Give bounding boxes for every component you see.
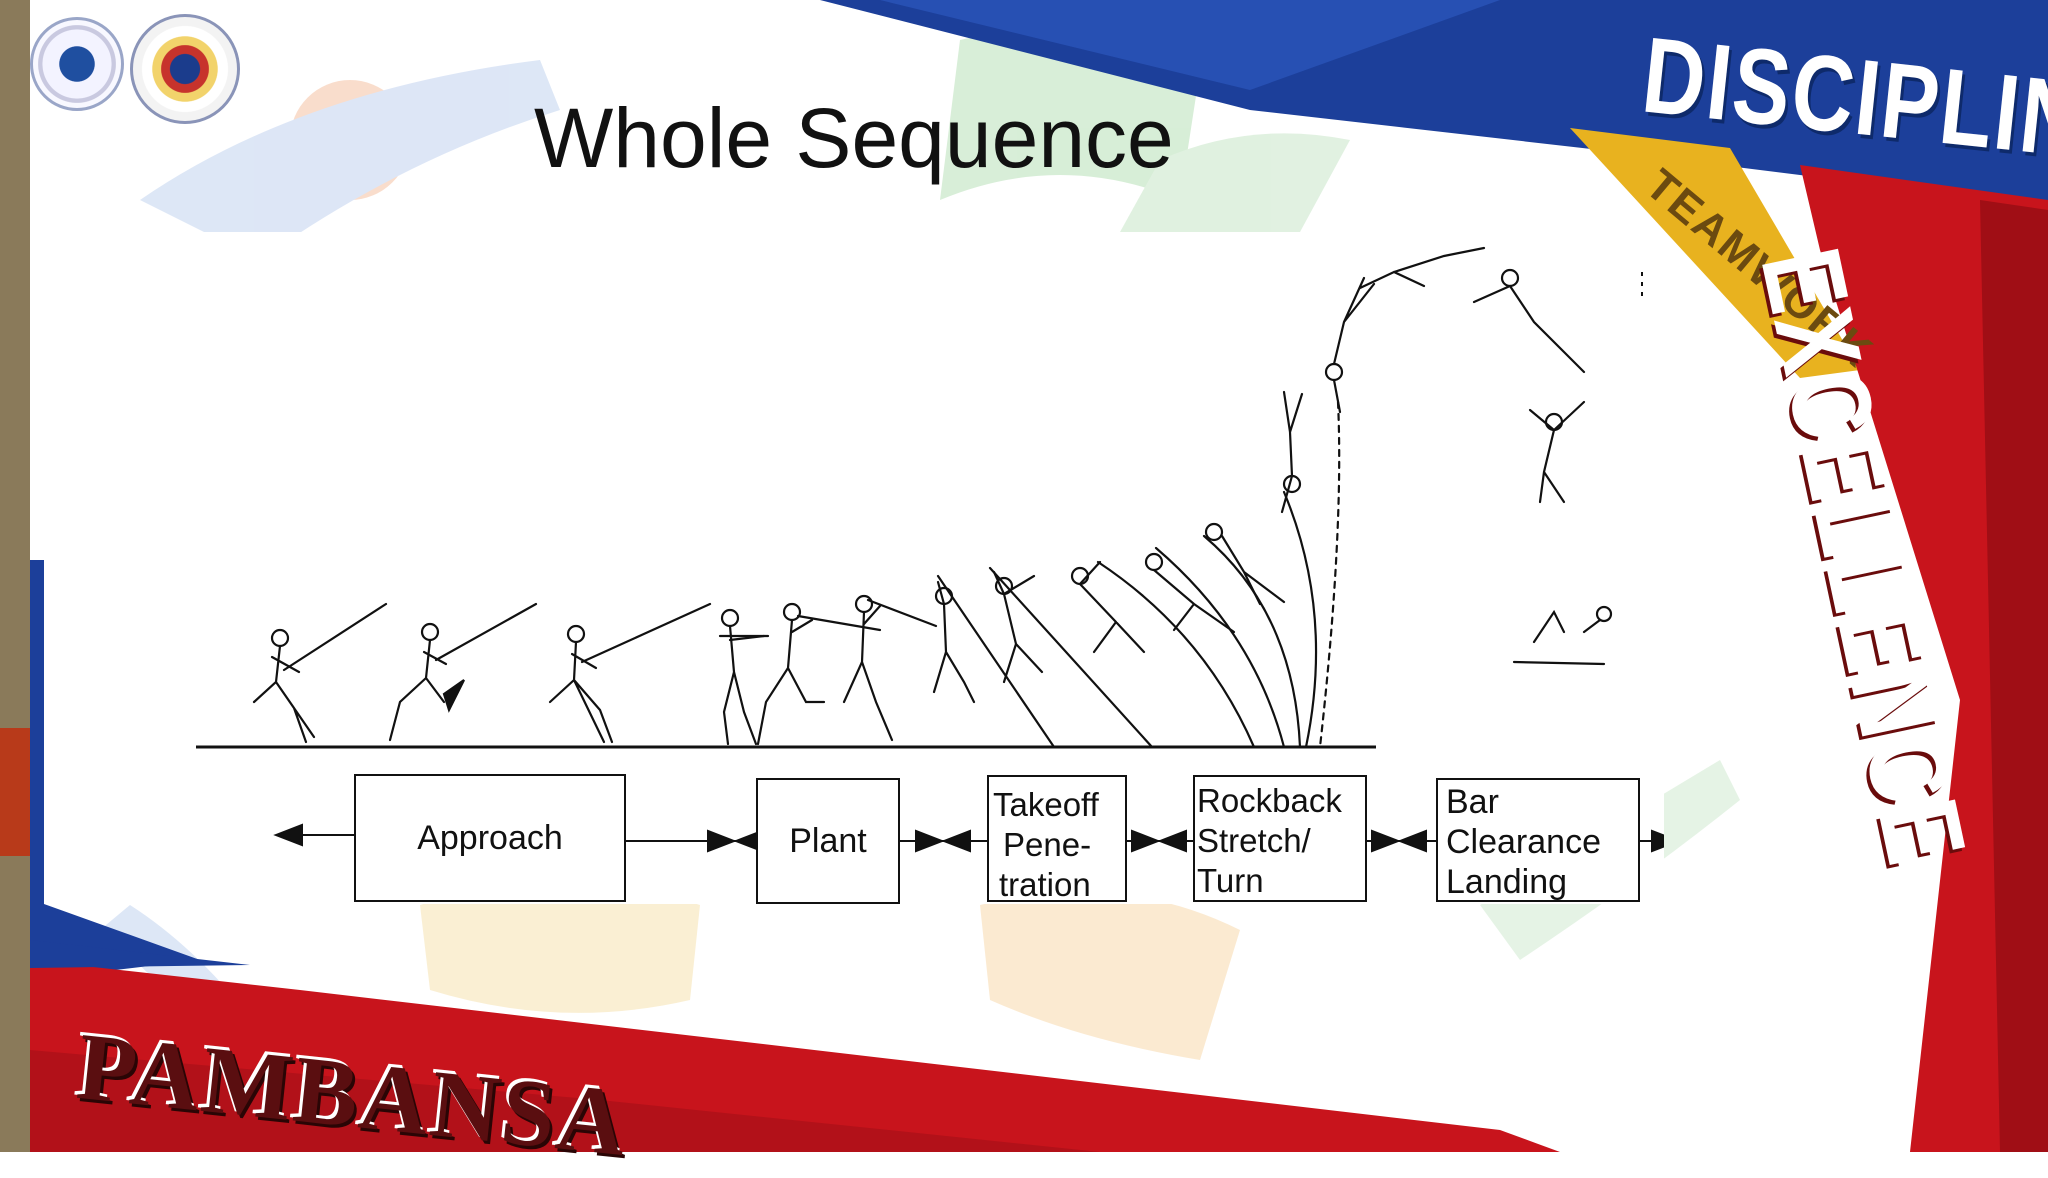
- athlete-figure: [1528, 400, 1586, 504]
- athlete-figure: [388, 602, 538, 742]
- arrow-head: [915, 829, 945, 853]
- phase-box-approach: Approach: [354, 774, 626, 902]
- athlete-figure: [1280, 390, 1318, 749]
- phase-label: Bar: [1446, 783, 1499, 821]
- right-red-shadow: [1980, 200, 2048, 1152]
- athlete-figure: [1318, 276, 1376, 749]
- athlete-figure: [1144, 546, 1286, 749]
- athlete-figure: [548, 602, 712, 744]
- arrow-head: [941, 829, 971, 853]
- phase-box-takeoff: Takeoff Pene- tration: [987, 775, 1127, 903]
- phase-label: Landing: [1446, 863, 1568, 901]
- phase-label: Approach: [417, 819, 563, 857]
- phase-label: Clearance: [1446, 823, 1601, 861]
- phase-label: Pene-: [1003, 826, 1092, 863]
- yellow-band: [1570, 128, 1860, 378]
- phase-label: Turn: [1197, 862, 1264, 899]
- arrow-head: [1157, 829, 1187, 853]
- phase-box-rockback: Rockback Stretch/ Turn: [1193, 775, 1367, 902]
- athlete-figure: [1202, 522, 1302, 749]
- deped-seal-icon: [130, 14, 240, 124]
- arrow-head: [273, 823, 303, 847]
- arrow-head: [1651, 829, 1664, 853]
- athlete-figure: [1512, 605, 1613, 666]
- phase-box-bar-clearance: Bar Clearance Landing: [1436, 778, 1640, 902]
- pole-vault-sequence-figure: [196, 246, 1664, 853]
- phase-label: Rockback: [1197, 782, 1342, 819]
- palarong-pambansa-seal-icon: [30, 17, 124, 111]
- pole-vault-diagram-panel: Approach Plant Takeoff Pene- tration Roc…: [44, 232, 1664, 904]
- phase-box-plant: Plant: [756, 778, 900, 904]
- arrow-head: [1371, 829, 1401, 853]
- arrow-head: [1397, 829, 1427, 853]
- athlete-figure: [1358, 246, 1486, 290]
- bottom-blue-sliver: [30, 940, 250, 968]
- athlete-figure: [842, 594, 938, 742]
- bottom-red-shadow: [30, 1050, 1100, 1152]
- athlete-figure: [988, 566, 1154, 749]
- arrow-head: [1131, 829, 1161, 853]
- phase-label: Stretch/: [1197, 822, 1311, 859]
- phase-arrows: [273, 823, 1664, 853]
- arrow-head: [707, 829, 737, 853]
- athlete-figure: [1070, 560, 1256, 749]
- phase-label: tration: [999, 866, 1091, 903]
- athlete-figure: [932, 574, 1056, 749]
- slide-title: Whole Sequence: [534, 91, 1174, 185]
- phase-label: Plant: [789, 822, 867, 860]
- top-blue-band-highlight: [880, 0, 1500, 90]
- athlete-figure: [1472, 268, 1586, 374]
- left-blue-band: [30, 560, 200, 980]
- athlete-figure: [718, 608, 770, 746]
- athlete-figure: [756, 602, 882, 746]
- athlete-figure: [252, 602, 388, 744]
- approach-athletes: [252, 246, 1613, 749]
- left-strip: [0, 0, 30, 1152]
- phase-label: Takeoff: [993, 786, 1099, 823]
